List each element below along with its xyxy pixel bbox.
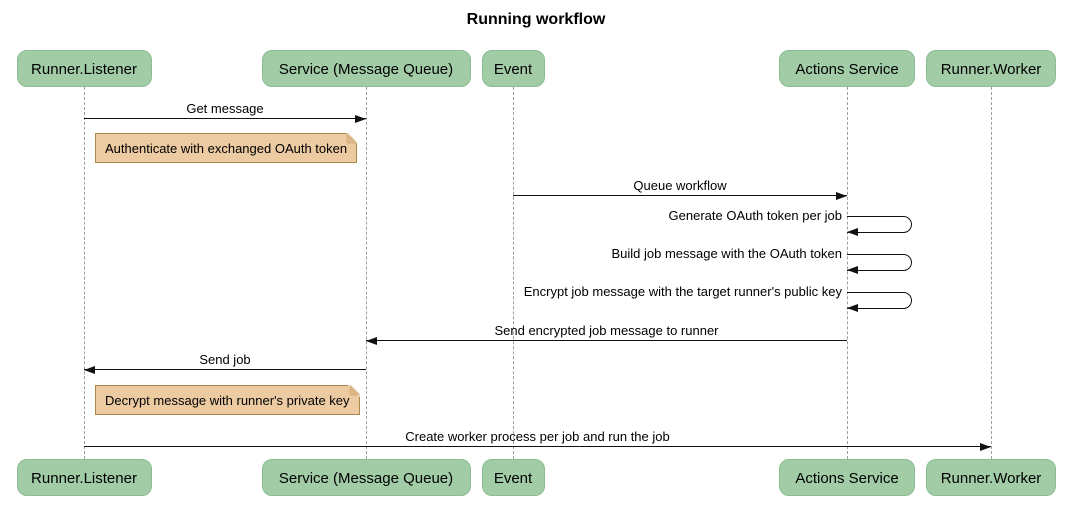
note-fold-flap-icon [349,385,360,395]
message-line [84,446,991,447]
lifeline-service-mq [366,87,367,459]
message-line [366,340,847,341]
note: Decrypt message with runner's private ke… [95,384,361,415]
participant-runner-worker-bottom: Runner.Worker [926,459,1056,496]
lifeline-runner-listener [84,87,85,459]
participant-event-bottom: Event [481,459,545,496]
self-message-label: Generate OAuth token per job [668,208,842,223]
arrowhead-icon [355,114,366,123]
participant-service-mq-bottom: Service (Message Queue) [261,459,471,496]
lifeline-event [513,87,514,459]
arrowhead-icon [847,227,858,236]
message-label: Send encrypted job message to runner [494,323,719,338]
message-line [513,195,847,196]
participant-runner-listener-bottom: Runner.Listener [16,459,152,496]
participant-actions-service-bottom: Actions Service [779,459,915,496]
self-message-loop [847,254,912,271]
participant-actions-service-top: Actions Service [779,50,915,87]
note-fold-flap-icon [347,133,358,143]
participant-service-mq-top: Service (Message Queue) [261,50,471,87]
message-label: Send job [199,352,251,367]
self-message-loop [847,216,912,233]
note: Authenticate with exchanged OAuth token [95,132,358,163]
arrowhead-icon [836,191,847,200]
self-message-label: Encrypt job message with the target runn… [523,284,842,299]
message-label: Create worker process per job and run th… [405,429,670,444]
lifeline-runner-worker [991,87,992,459]
self-message-loop [847,292,912,309]
diagram-title: Running workflow [466,11,606,28]
arrowhead-icon [847,265,858,274]
message-label: Get message [186,101,264,116]
arrowhead-icon [366,336,377,345]
participant-event-top: Event [481,50,545,87]
message-line [84,369,366,370]
message-line [84,118,366,119]
participant-runner-worker-top: Runner.Worker [926,50,1056,87]
arrowhead-icon [84,365,95,374]
arrowhead-icon [847,303,858,312]
participant-runner-listener-top: Runner.Listener [16,50,152,87]
arrowhead-icon [980,442,991,451]
self-message-label: Build job message with the OAuth token [611,246,842,261]
message-label: Queue workflow [633,178,727,193]
